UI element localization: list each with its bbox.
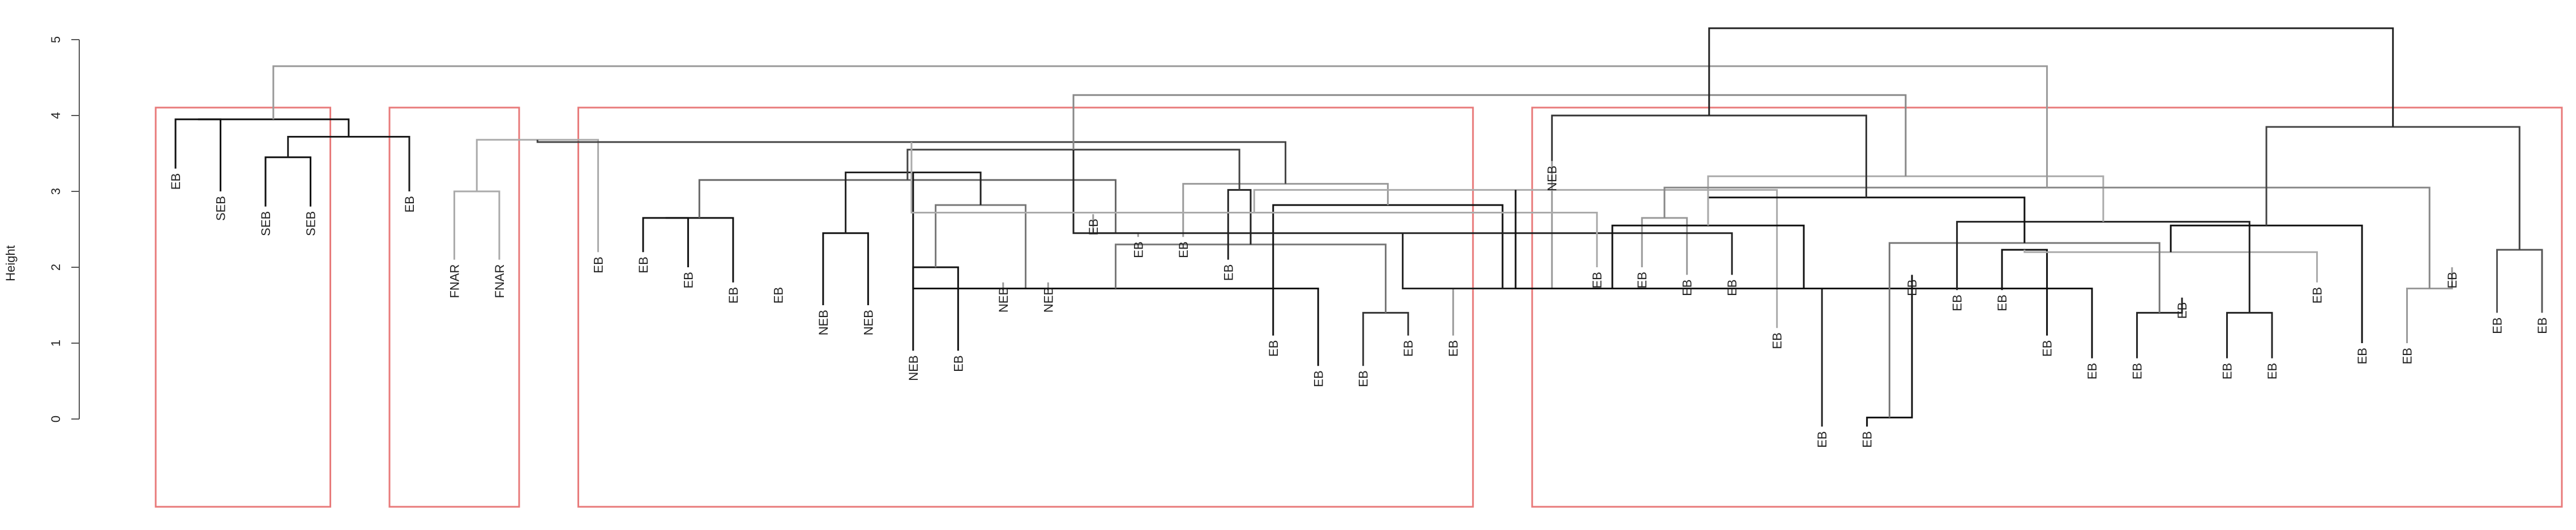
leaf-label: EB — [1725, 279, 1739, 296]
leaf-label: EB — [726, 287, 741, 304]
leaf-labels: EB SEB SEB SEB EB FNAR FNAR EB EB EB EB EB NEB NEB NEB… — [169, 165, 2549, 447]
dendrogram-link — [287, 136, 410, 191]
cluster-box — [577, 106, 1474, 508]
dendrogram-link — [2170, 224, 2363, 343]
leaf-label: NEB — [1041, 287, 1055, 313]
leaf-label: EB — [1905, 279, 1919, 296]
leaf-label: EB — [2220, 363, 2235, 379]
dendrogram-link — [1115, 243, 1387, 313]
dendrogram-link — [822, 232, 869, 305]
leaf-label: EB — [1401, 340, 1415, 357]
dendrogram-link — [1641, 217, 1688, 275]
y-tick-label: 1 — [49, 340, 63, 347]
dendrogram-link — [2001, 249, 2048, 336]
dendrogram-link — [264, 156, 311, 207]
dendrogram-link — [2023, 250, 2318, 283]
leaf-label: EB — [636, 257, 651, 273]
y-axis: 0 1 2 3 4 5 — [49, 36, 80, 422]
y-tick-label: 5 — [49, 36, 63, 43]
cluster-box — [155, 106, 331, 508]
leaf-label: EB — [1770, 332, 1785, 349]
leaf-label: EB — [1860, 431, 1875, 447]
y-tick-label: 2 — [49, 264, 63, 271]
dendrogram-links — [174, 27, 2543, 427]
leaf-label: EB — [1266, 340, 1281, 357]
leaf-label: EB — [2491, 317, 2505, 334]
leaf-label: EB — [2040, 340, 2055, 357]
leaf-label: SEB — [213, 196, 228, 221]
dendrogram-link — [453, 190, 500, 260]
leaf-label: EB — [403, 196, 417, 212]
dendrogram-link — [1227, 189, 1252, 260]
leaf-label: FNAR — [447, 264, 461, 298]
y-axis-label: Height — [3, 245, 18, 281]
cluster-box — [388, 106, 520, 508]
leaf-label: SEB — [303, 211, 318, 236]
leaf-label: EB — [2085, 363, 2099, 379]
leaf-label: NEB — [861, 310, 875, 335]
leaf-label: NEB — [1545, 165, 1559, 191]
y-tick-label: 3 — [49, 188, 63, 195]
dendrogram-link — [272, 65, 2048, 188]
dendrogram-link — [1182, 183, 1389, 237]
leaf-label: NEB — [996, 287, 1011, 313]
leaf-label: EB — [1086, 219, 1101, 235]
leaf-label: EB — [1221, 264, 1235, 281]
leaf-label: EB — [2265, 363, 2279, 379]
leaf-label: NEB — [906, 355, 921, 381]
dendrogram-link — [665, 217, 734, 283]
dendrogram-link — [1072, 94, 1907, 177]
leaf-label: EB — [1950, 294, 1965, 311]
dendrogram-link — [1707, 196, 2026, 243]
leaf-label: EB — [1815, 431, 1829, 447]
dendrogram-link — [1272, 204, 1504, 336]
leaf-label: EB — [951, 355, 965, 371]
dendrogram-link — [2496, 249, 2543, 313]
dendrogram-link — [476, 139, 599, 253]
dendrogram-link — [912, 266, 959, 351]
leaf-label: NEB — [816, 310, 831, 335]
leaf-label: EB — [681, 272, 695, 288]
leaf-label: EB — [1635, 272, 1649, 288]
leaf-label: EB — [1680, 279, 1694, 296]
leaf-label: EB — [2535, 317, 2549, 334]
leaf-label: EB — [1176, 241, 1191, 258]
leaf-label: EB — [1447, 340, 1461, 357]
dendrogram-link — [1708, 27, 2394, 127]
dendrogram-link — [698, 179, 1117, 233]
leaf-label: EB — [1995, 294, 2009, 311]
leaf-label: EB — [2175, 302, 2189, 319]
leaf-label: EB — [2400, 348, 2415, 364]
leaf-label: EB — [1311, 370, 1325, 387]
dendrogram-link — [1888, 242, 2160, 418]
leaf-label: EB — [2130, 363, 2145, 379]
dendrogram-link — [1362, 311, 1409, 366]
leaf-label: EB — [2310, 287, 2325, 304]
dendrogram-link — [1551, 114, 1867, 198]
dendrogram-link — [198, 118, 350, 137]
dendrogram-link — [1707, 175, 2104, 226]
y-tick-label: 0 — [49, 416, 63, 422]
leaf-label: EB — [2355, 348, 2369, 364]
leaf-label: EB — [771, 287, 785, 304]
y-tick-label: 4 — [49, 112, 63, 119]
leaf-label: EB — [591, 257, 605, 273]
leaf-label: SEB — [259, 211, 273, 236]
leaf-label: EB — [1131, 241, 1145, 258]
leaf-label: FNAR — [493, 264, 507, 298]
dendrogram-link — [2226, 311, 2273, 358]
leaf-label: EB — [1590, 272, 1604, 288]
dendrogram-link — [935, 204, 1027, 289]
leaf-label: EB — [1357, 370, 1371, 387]
leaf-label: EB — [169, 173, 183, 190]
cluster-boxes — [155, 106, 2563, 508]
leaf-label: EB — [2445, 272, 2459, 288]
